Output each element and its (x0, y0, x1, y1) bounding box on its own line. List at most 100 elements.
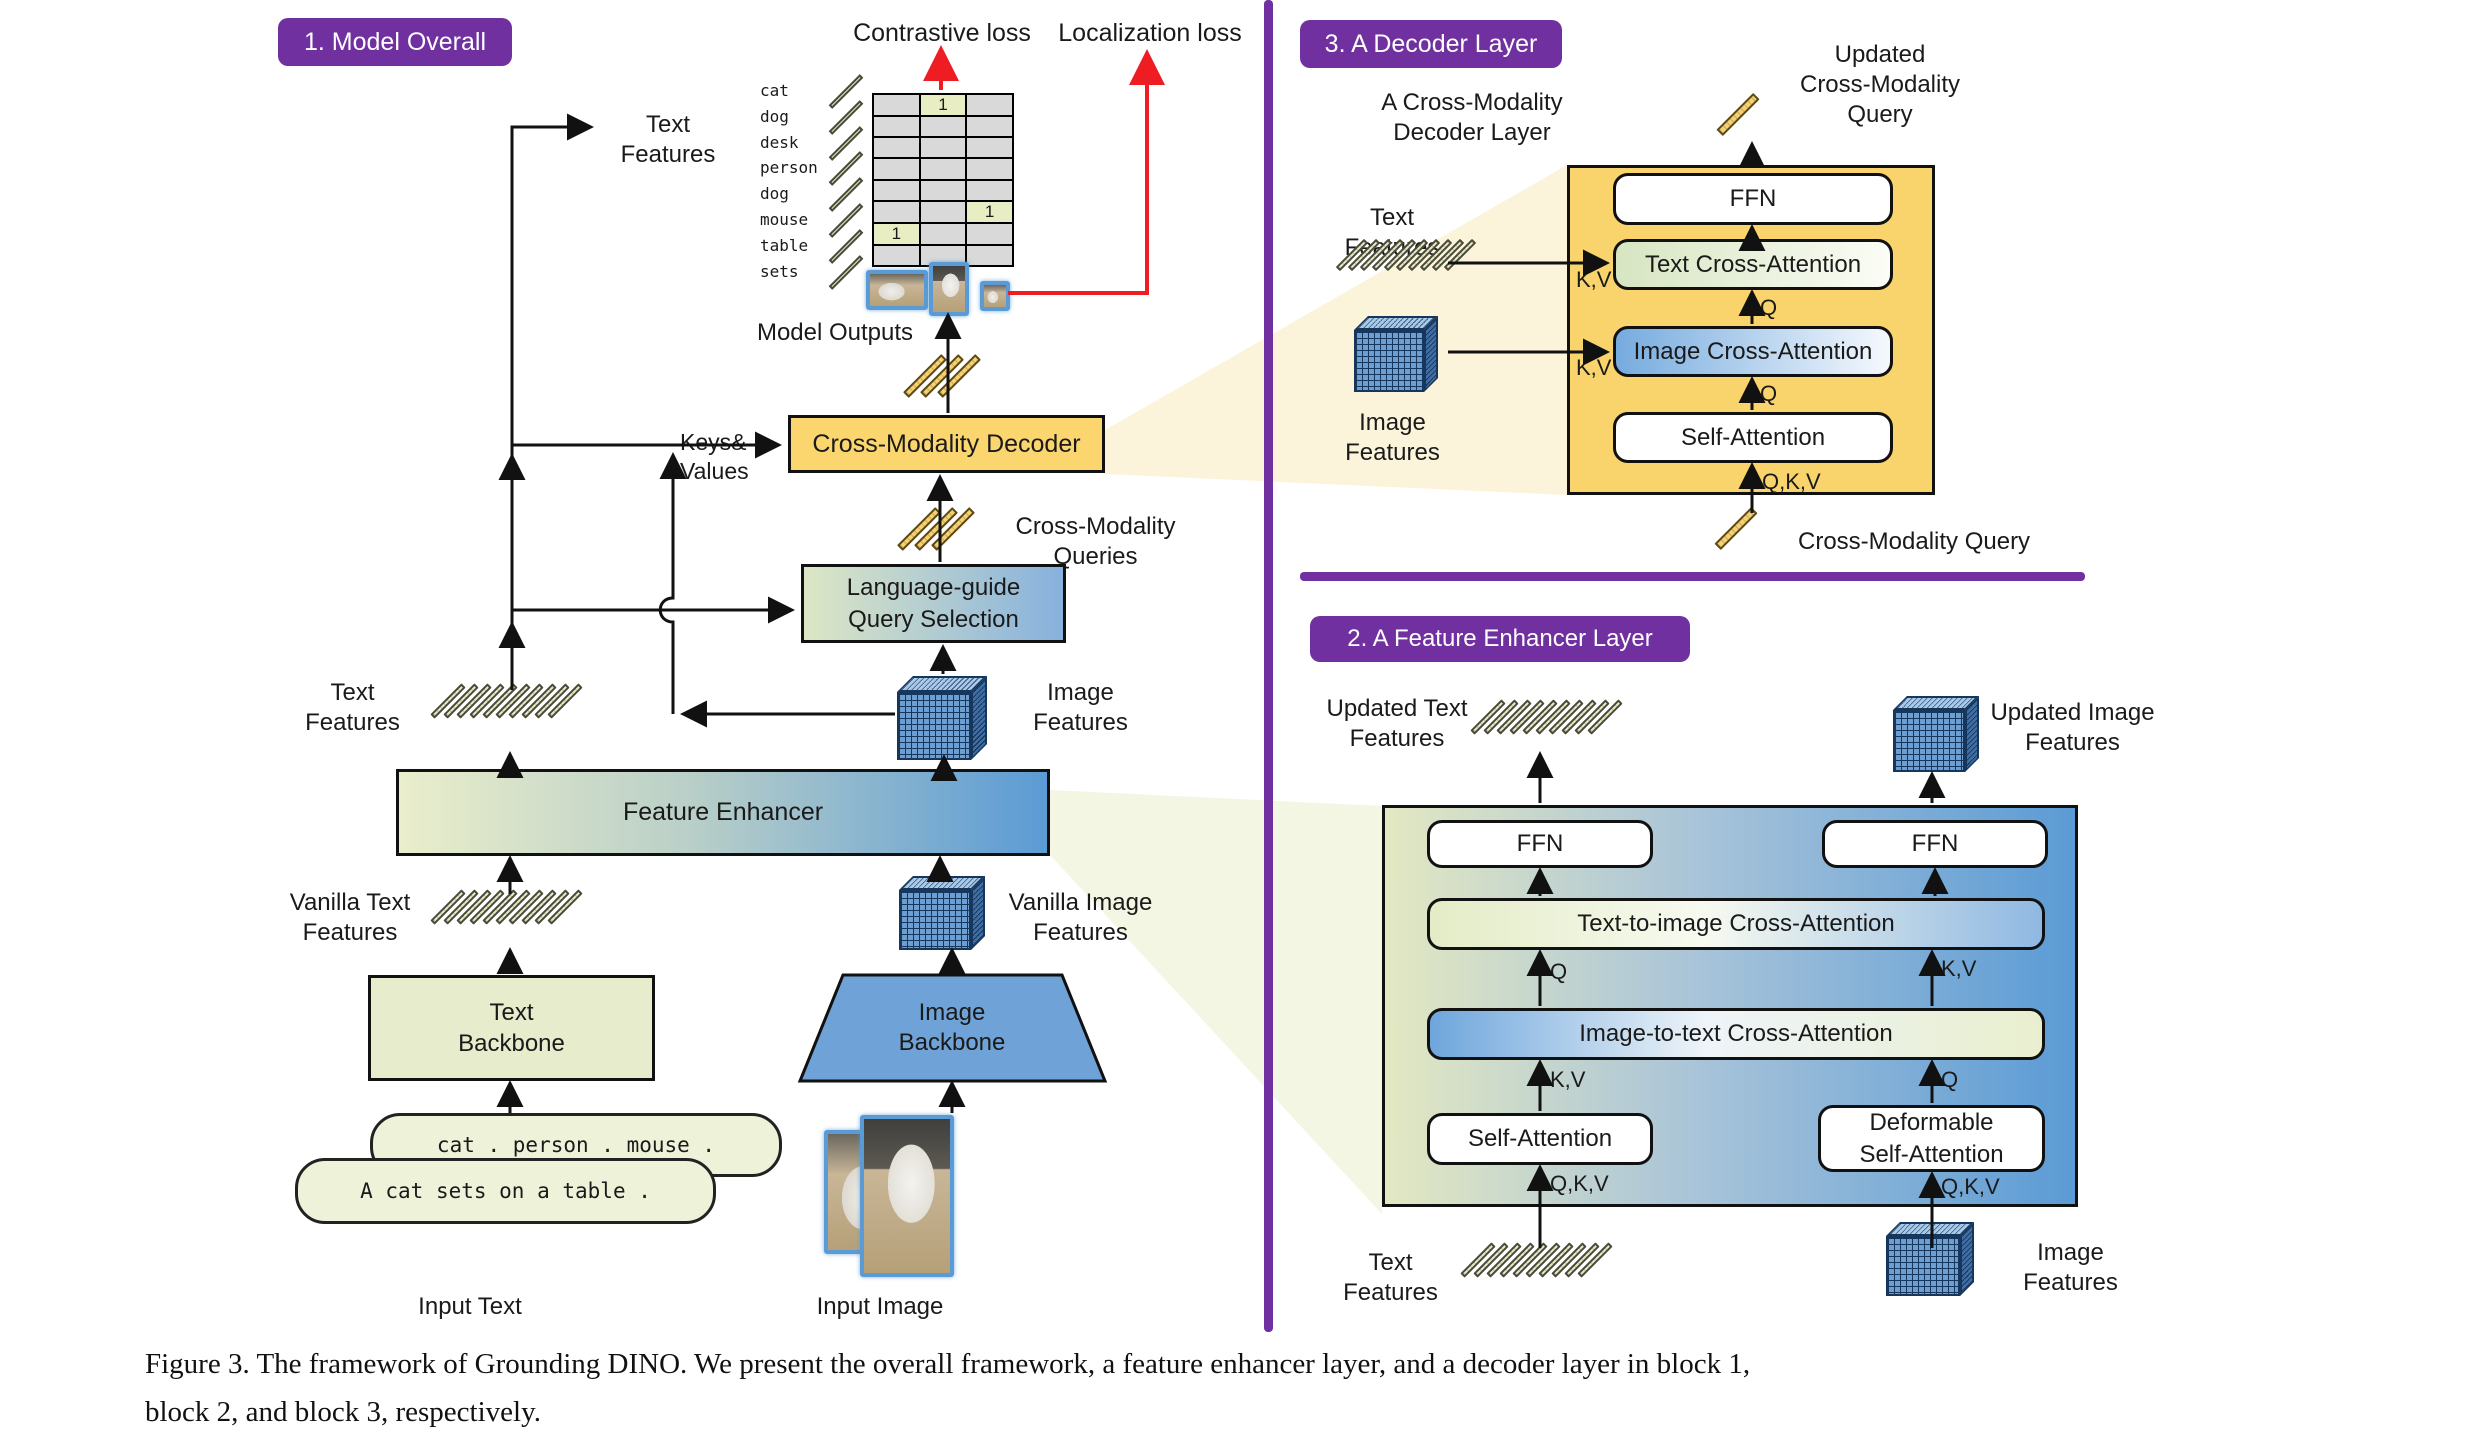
matrix-cell (920, 223, 966, 244)
language-guide-query-selection-box: Language-guide Query Selection (801, 564, 1066, 643)
word-label: table (760, 235, 809, 255)
word-label: person (760, 158, 818, 178)
model-output-tokens (898, 350, 998, 408)
enhancer-zoom-wedge (1050, 790, 1382, 1214)
cross-modality-query-token (1710, 502, 1770, 558)
input-image-photo-front (860, 1115, 954, 1277)
matrix-cell (967, 245, 1012, 265)
decoder-self-attention-label: Self-Attention (1680, 423, 1826, 451)
word-label: mouse (760, 209, 809, 229)
cube-face (897, 692, 971, 760)
text-cross-attention-label: Text Cross-Attention (1644, 250, 1862, 278)
badge-decoder-layer-label: 3. A Decoder Layer (1324, 29, 1538, 58)
matrix-cell (967, 117, 1012, 137)
word-row: dog (760, 177, 880, 213)
decoder-ffn-label: FFN (1729, 185, 1777, 213)
badge-feature-enhancer-layer-label: 2. A Feature Enhancer Layer (1347, 625, 1653, 652)
kv-label-i2t: K,V (1550, 1067, 1586, 1092)
output-image-1 (866, 270, 928, 310)
cross-modality-query-tokens (892, 503, 992, 561)
matrix-cell (920, 159, 966, 179)
q-label-1: Q (1760, 295, 1778, 320)
enhancer-image-features-label: Image Features (2023, 1239, 2118, 1297)
vanilla-text-tokens (426, 889, 586, 956)
matrix-cell (920, 245, 966, 265)
decoder-ffn-box: FFN (1613, 173, 1893, 225)
text-features-mid-label: Text Features (305, 679, 400, 737)
text-to-image-cross-attention-box: Text-to-image Cross-Attention (1427, 898, 2045, 950)
image-backbone-trapezoid (797, 973, 1108, 1083)
decoder-self-attention-box: Self-Attention (1613, 412, 1893, 463)
image-cross-attention-label: Image Cross-Attention (1633, 337, 1873, 365)
model-outputs-label: Model Outputs (756, 319, 914, 346)
enhancer-ffn-right-box: FFN (1822, 820, 2048, 868)
updated-image-features-label: Updated Image Features (1990, 699, 2155, 757)
input-text-bubble-2-label: A cat sets on a table . (360, 1179, 651, 1203)
q-label-i2t: Q (1941, 1067, 1959, 1092)
vertical-divider (1264, 0, 1273, 1332)
word-label: dog (760, 106, 789, 126)
cross-modality-query-label: Cross-Modality Query (1798, 528, 2031, 555)
word-label: desk (760, 132, 799, 152)
cube-face (1354, 330, 1424, 392)
kv-label-t2i: K,V (1941, 956, 1977, 981)
word-row: cat (760, 74, 880, 109)
matrix-cell (874, 138, 919, 158)
word-token-rod (828, 254, 864, 290)
word-label: dog (760, 184, 789, 204)
decoder-image-features-label: Image Features (1345, 409, 1440, 467)
text-backbone-label: Text Backbone (458, 998, 565, 1057)
matrix-cell (874, 117, 919, 137)
text-to-image-cross-attention-label: Text-to-image Cross-Attention (1577, 910, 1895, 938)
output-image-3 (980, 281, 1010, 311)
matrix-cell: 1 (920, 95, 966, 115)
word-row: person (760, 151, 880, 187)
image-to-text-cross-attention-label: Image-to-text Cross-Attention (1579, 1020, 1893, 1048)
matrix-cell (920, 180, 966, 200)
input-text-bubble-2: A cat sets on a table . (295, 1158, 716, 1224)
deformable-self-attention-label: Deformable Self-Attention (1859, 1109, 2004, 1168)
feature-enhancer-box: Feature Enhancer (396, 769, 1050, 856)
qkv-label-left: Q,K,V (1550, 1171, 1609, 1196)
matrix-cell (920, 201, 966, 222)
cube-face (899, 890, 971, 950)
enhancer-ffn-left-label: FFN (1516, 830, 1564, 858)
cross-modality-decoder-box: Cross-Modality Decoder (788, 415, 1105, 473)
enhancer-text-tokens (1456, 1242, 1621, 1305)
enhancer-ffn-left-box: FFN (1427, 820, 1653, 868)
word-row: sets (760, 254, 880, 290)
matrix-cell (967, 180, 1012, 200)
updated-text-features-label: Updated Text Features (1326, 695, 1468, 753)
badge-feature-enhancer-layer: 2. A Feature Enhancer Layer (1310, 616, 1690, 662)
kv-label-image: K,V (1576, 355, 1612, 380)
input-image-label: Input Image (816, 1293, 944, 1320)
cross-modality-decoder-label: Cross-Modality Decoder (812, 429, 1081, 458)
cross-modality-decoder-layer-label: A Cross-Modality Decoder Layer (1381, 89, 1563, 147)
matrix-cell (967, 138, 1012, 158)
figure-caption-line1: Figure 3. The framework of Grounding DIN… (145, 1348, 1751, 1380)
enhancer-ffn-right-label: FFN (1911, 830, 1959, 858)
matrix-cell (967, 95, 1012, 115)
updated-cross-modality-query-label: Updated Cross-Modality Query (1799, 41, 1961, 129)
output-image-2 (929, 262, 969, 316)
q-label-t2i: Q (1550, 959, 1568, 984)
badge-decoder-layer: 3. A Decoder Layer (1300, 20, 1562, 68)
input-text-label: Input Text (418, 1293, 522, 1320)
deformable-self-attention-box: Deformable Self-Attention (1818, 1105, 2045, 1172)
matrix-cell: 1 (967, 201, 1012, 222)
keys-values-label: Keys& Values (680, 429, 749, 484)
localization-loss-label: Localization loss (1058, 19, 1242, 47)
matrix-cell (874, 159, 919, 179)
qkv-label: Q,K,V (1762, 469, 1821, 494)
vanilla-text-features-label: Vanilla Text Features (289, 889, 411, 947)
feature-token-rod (1714, 506, 1758, 551)
qkv-label-right: Q,K,V (1941, 1174, 2000, 1199)
updated-text-tokens (1466, 699, 1631, 762)
text-backbone-box: Text Backbone (368, 975, 655, 1081)
text-features-tokens (426, 683, 586, 750)
figure-caption-line2: block 2, and block 3, respectively. (145, 1396, 541, 1428)
horizontal-divider (1300, 572, 2085, 581)
